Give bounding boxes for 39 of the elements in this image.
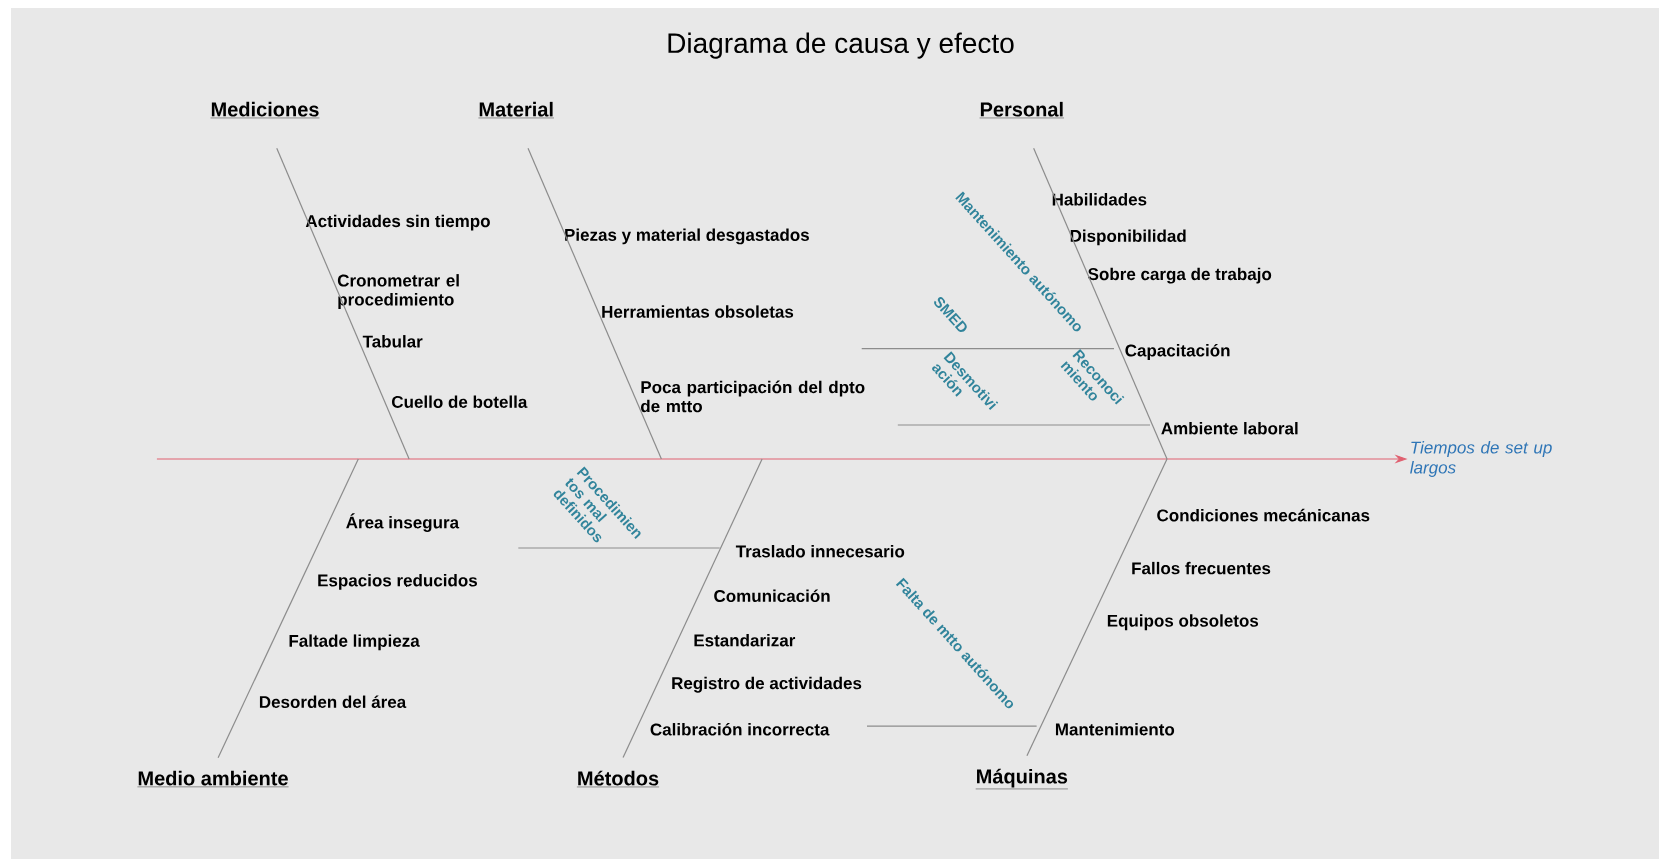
cause-label: Cuello de botella <box>392 395 528 408</box>
cause-label: Cronometrar el procedimiento <box>337 274 459 309</box>
bone-line <box>622 458 763 759</box>
cause-label: Comunicación <box>714 589 830 603</box>
cause-label: Disponibilidad <box>1070 229 1186 246</box>
cause-label: Equipos obsoletos <box>1107 614 1259 631</box>
cause-label: Traslado innecesario <box>735 544 905 558</box>
cause-label: Poca participación del dpto de mtto <box>641 380 865 413</box>
cause-label: Piezas y material desgastados <box>565 228 809 245</box>
category-heading: Personal <box>979 101 1065 119</box>
bone-line <box>217 458 359 759</box>
diagram-title: Diagrama de causa y efecto <box>668 32 1014 59</box>
cause-label: Tabular <box>362 335 423 348</box>
cause-label: Desorden del área <box>259 695 407 709</box>
category-heading: Material <box>478 101 555 119</box>
category-heading: Máquinas <box>975 768 1069 790</box>
bone-line <box>276 147 410 460</box>
cause-label: Capacitación <box>1125 343 1230 360</box>
cause-label: Estandarizar <box>694 633 796 647</box>
cause-label: Sobre carga de trabajo <box>1088 267 1272 284</box>
category-heading: Métodos <box>576 770 660 788</box>
cause-label: Herramientas obsoletas <box>602 305 794 318</box>
cause-label: Espacios reducidos <box>318 574 477 590</box>
cause-label: Mantenimiento <box>1055 722 1175 736</box>
cause-label: Área insegura <box>346 513 460 532</box>
cause-label: Condiciones mecánicanas <box>1157 508 1370 522</box>
category-heading: Mediciones <box>210 101 320 119</box>
cause-label: Actividades sin tiempo <box>305 214 490 231</box>
bone-line <box>1026 458 1168 757</box>
cause-label: Fallos frecuentes <box>1132 561 1271 575</box>
cause-label: Faltade limpieza <box>289 634 420 651</box>
category-heading: Medio ambiente <box>137 770 289 788</box>
cause-label: Habilidades <box>1052 193 1147 206</box>
bone-line <box>527 147 662 460</box>
cause-label: Ambiente laboral <box>1161 421 1298 435</box>
effect-label: Tiempos de set up largos <box>1410 441 1552 477</box>
bone-line <box>1033 147 1168 460</box>
cause-label: Calibración incorrecta <box>650 722 830 736</box>
cause-label: Registro de actividades <box>672 676 862 693</box>
